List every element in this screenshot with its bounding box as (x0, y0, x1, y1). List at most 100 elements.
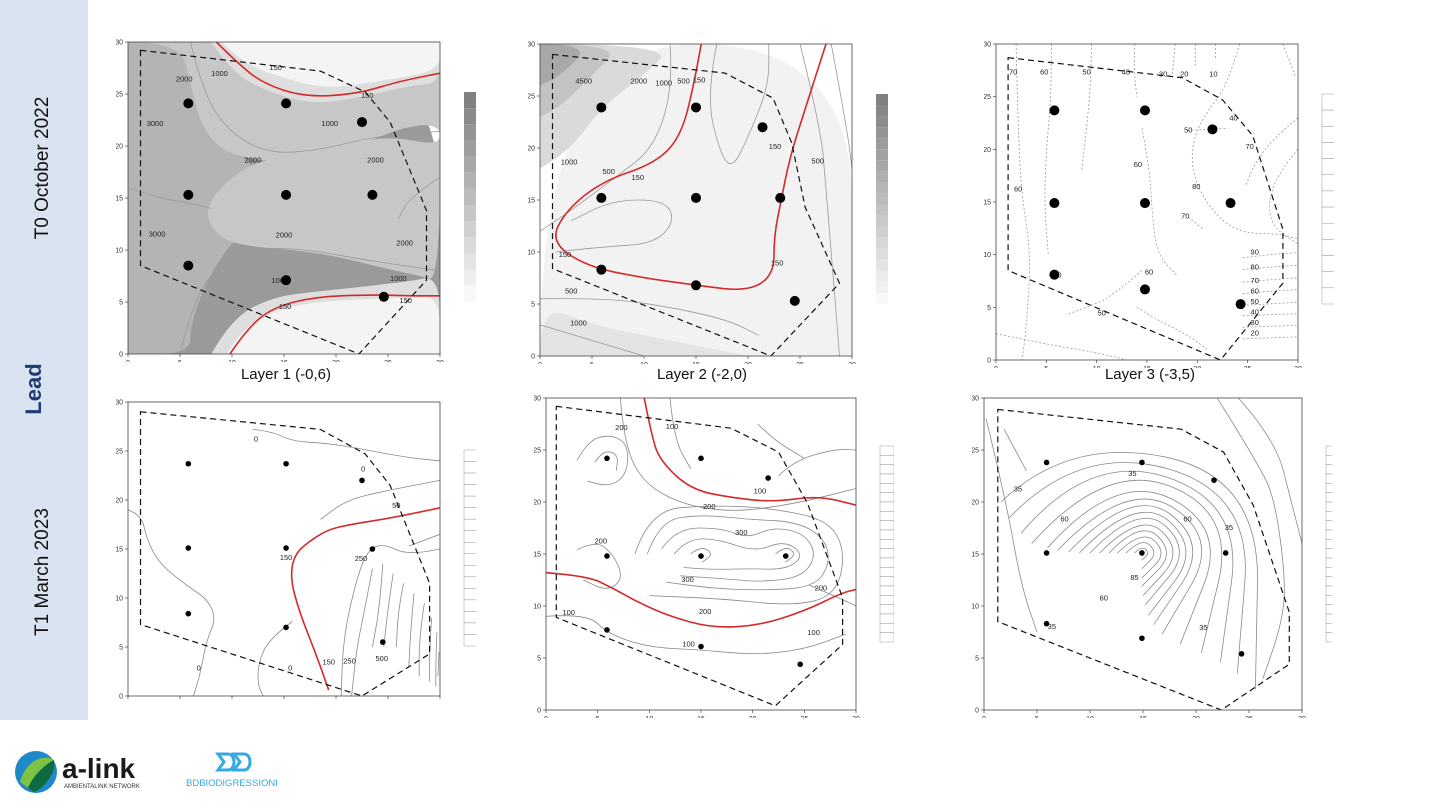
contour-label: 40 (1251, 308, 1259, 317)
contour-line-4 (1171, 44, 1176, 76)
bd-logo-text: BDBIODIGRESSIONI (186, 778, 278, 789)
sample-point (1139, 550, 1145, 556)
contour-label: 150 (322, 658, 335, 667)
contour-line-12 (778, 449, 856, 477)
legend-swatch (876, 149, 888, 161)
x-tick-label: 10 (640, 362, 648, 364)
sample-point (378, 291, 389, 302)
contour-line-highlight-0 (215, 42, 440, 97)
x-tick-label: 0 (994, 366, 998, 368)
contour-line-21 (1242, 324, 1298, 328)
contour-label: 200 (815, 583, 828, 592)
contour-label: 500 (811, 156, 824, 165)
contour-line-highlight-1 (546, 571, 856, 628)
sample-point (1139, 459, 1145, 466)
contour-line-1 (1044, 44, 1052, 255)
sample-point (782, 553, 789, 559)
contour-line-highlight-0 (290, 507, 440, 691)
legend-swatch (464, 172, 476, 189)
y-tick-label: 20 (116, 498, 123, 505)
legend-swatch (1321, 255, 1334, 272)
legend-swatch (1321, 126, 1334, 143)
legend-swatch (463, 541, 476, 555)
sample-point (185, 460, 192, 467)
x-tick-label: 0 (538, 362, 542, 364)
contour-line-14 (1066, 270, 1143, 316)
contour-line-17 (985, 418, 1038, 633)
y-tick-label: 20 (984, 147, 991, 154)
legend-swatch (1325, 511, 1332, 521)
contour-label: 0 (288, 664, 292, 673)
sample-point (698, 643, 704, 650)
contour-label: 70 (1246, 142, 1254, 151)
legend-swatch (1321, 206, 1334, 224)
sample-point (283, 624, 289, 631)
sample-point (596, 192, 607, 203)
contour-label: 150 (559, 250, 572, 259)
y-tick-label: 15 (984, 200, 991, 207)
contour-line-13 (757, 423, 805, 459)
contour-line-13 (437, 651, 440, 677)
contour-line-2 (620, 398, 856, 511)
legend-swatch (1325, 595, 1332, 605)
contour-label: 60 (1060, 515, 1068, 524)
site-boundary (1007, 57, 1284, 360)
contour-line-7 (1079, 511, 1187, 616)
legend-swatch (879, 539, 894, 549)
sample-point (183, 98, 194, 109)
x-tick-label: 5 (178, 360, 182, 362)
sample-point (1043, 620, 1050, 627)
contour-line-5 (351, 568, 373, 696)
x-tick-label: 15 (692, 362, 700, 364)
legend-swatch (464, 253, 476, 270)
sample-point (1049, 198, 1060, 209)
legend-swatch (879, 632, 894, 643)
x-tick-label: 25 (384, 360, 392, 362)
contour-label: 150 (279, 302, 292, 311)
sample-point (183, 189, 194, 200)
legend-swatch (1325, 632, 1332, 643)
x-tick-label: 15 (1143, 366, 1151, 368)
contour-line-4 (540, 298, 759, 336)
x-tick-label: 30 (852, 716, 860, 718)
legend: 1201101009080706050403020100 (1321, 93, 1334, 305)
legend-swatch (464, 285, 476, 302)
sample-point (789, 295, 800, 306)
legend-swatch (463, 530, 476, 543)
x-tick-label: 20 (744, 362, 752, 364)
contour-label: 50 (1184, 125, 1192, 134)
legend-swatch (876, 182, 888, 194)
contour-line-1 (555, 199, 673, 253)
contour-line-3 (320, 480, 440, 520)
contour-label: 70 (1181, 212, 1189, 221)
x-tick-label: 20 (332, 360, 340, 362)
contour-label: 80 (1192, 182, 1200, 191)
contour-label: 60 (1145, 268, 1153, 277)
y-tick-label: 25 (528, 94, 535, 101)
contour-label: 500 (602, 167, 615, 176)
site-boundary (139, 411, 431, 696)
contour-label: 10 (1209, 69, 1217, 78)
site-boundary (555, 405, 844, 707)
layer-label-2: Layer 2 (-2,0) (656, 366, 748, 383)
x-tick-label: 5 (1035, 716, 1039, 718)
contour-label: 100 (666, 422, 679, 431)
y-tick-label: 15 (528, 198, 535, 205)
contour-label: 40 (1122, 67, 1130, 76)
sample-point (604, 627, 610, 633)
contour-line-15 (1216, 398, 1285, 679)
contour-line-8 (1245, 117, 1298, 187)
legend-swatch (879, 492, 894, 503)
contour-fill-6 (226, 297, 440, 354)
legend-swatch (463, 622, 476, 635)
y-tick-label: 0 (987, 358, 991, 365)
contour-label: 1000 (321, 119, 338, 128)
contour-label: 60 (1183, 515, 1191, 524)
legend-swatch (1321, 158, 1334, 176)
legend-swatch (463, 565, 476, 578)
legend-swatch (1325, 464, 1332, 475)
y-tick-label: 15 (534, 552, 541, 559)
